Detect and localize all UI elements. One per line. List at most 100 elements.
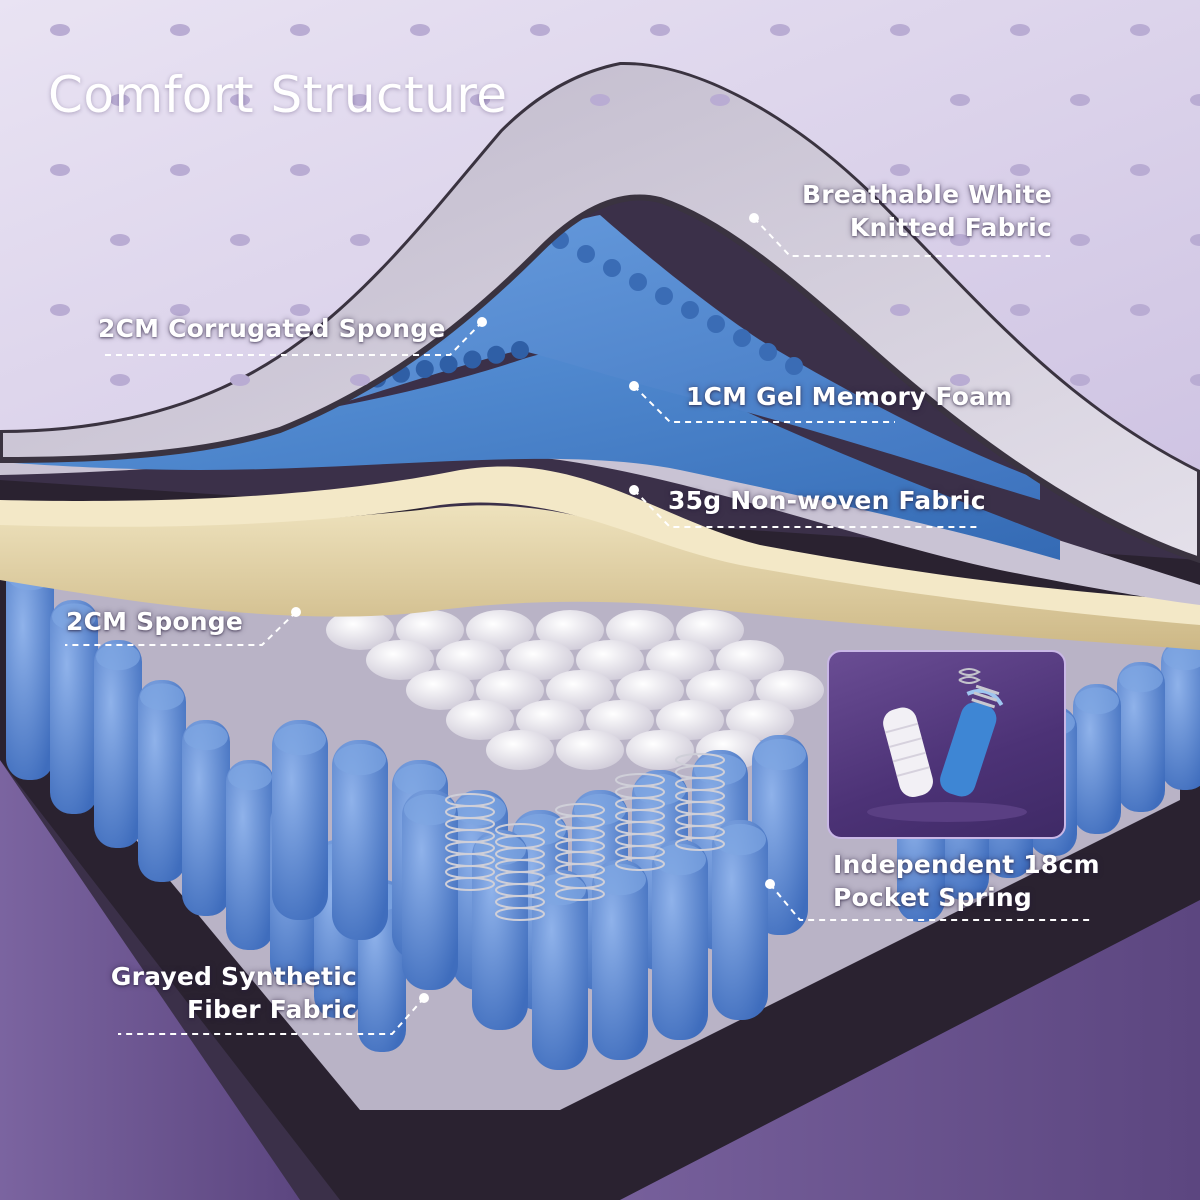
corrugation-bump (759, 343, 777, 361)
pocket-spring (1161, 640, 1200, 790)
spring-top (404, 793, 456, 826)
white-spring-top (506, 640, 574, 680)
quilt-tuft (1070, 234, 1090, 246)
spring-body (182, 720, 230, 916)
spring-body (272, 720, 328, 920)
spring-body (532, 870, 588, 1070)
carpet-right (520, 880, 1200, 1200)
quilt-tuft (170, 24, 190, 36)
pocket-spring (652, 840, 708, 1040)
spring-body (1073, 684, 1121, 834)
spring-top (1163, 643, 1200, 671)
spring-body (1161, 640, 1200, 790)
white-spring-top (326, 610, 394, 650)
spring-top (574, 793, 626, 826)
quilt-tuft (1010, 164, 1030, 176)
quilt-tuft (110, 94, 130, 106)
corrugation-bump (655, 287, 673, 305)
corrugation-bump (487, 345, 506, 364)
spring-top (228, 763, 272, 791)
quilt-tuft (230, 94, 250, 106)
spring-top (184, 723, 228, 751)
quilt-tuft (1010, 304, 1030, 316)
spring-top (334, 743, 386, 776)
pocket-spring (532, 870, 588, 1070)
white-spring-top (476, 670, 544, 710)
gel-memory-foam-layer (0, 349, 1060, 560)
white-spring-top (716, 640, 784, 680)
quilt-tuft (1190, 374, 1200, 386)
spring-body (652, 840, 708, 1040)
corrugation-bump (577, 245, 595, 263)
spring-top (514, 813, 566, 846)
white-spring-top (656, 700, 724, 740)
white-spring-top (546, 670, 614, 710)
quilt-tuft (470, 94, 490, 106)
pocket-spring (712, 820, 768, 1020)
spring-body (712, 820, 768, 1020)
quilt-tuft (530, 24, 550, 36)
corrugation-bump (681, 301, 699, 319)
quilt-tuft (950, 234, 970, 246)
white-spring-top (516, 700, 584, 740)
spring-top (52, 603, 96, 631)
spring-body (592, 860, 648, 1060)
quilt-tuft (1190, 234, 1200, 246)
quilt-tuft (1070, 94, 1090, 106)
label-pocket-spring-line2: Pocket Spring (833, 883, 1032, 912)
coil (495, 823, 545, 921)
label-fiber-fabric-line1: Grayed Synthetic (110, 962, 357, 991)
spring-top (140, 683, 184, 711)
pocket-spring-detail-image (867, 668, 1027, 822)
white-spring-top (616, 670, 684, 710)
quilt-tuft (890, 304, 910, 316)
quilt-tuft (110, 234, 130, 246)
white-spring-top (586, 700, 654, 740)
quilt-tuft (1130, 164, 1150, 176)
corrugation-bump (707, 315, 725, 333)
quilt-tuft (50, 24, 70, 36)
pocket-spring (138, 680, 186, 882)
quilt-tuft (950, 374, 970, 386)
pocket-spring-detail-inset (827, 650, 1066, 839)
label-knitted-fabric-line1: Breathable White (801, 180, 1052, 209)
label-gel-memory-foam: 1CM Gel Memory Foam (686, 382, 1013, 411)
label-knitted-fabric: Breathable White Knitted Fabric (802, 178, 1052, 244)
corrugation-bump (785, 357, 803, 375)
quilt-tuft (890, 164, 910, 176)
spring-top (1119, 665, 1163, 693)
white-spring-top (406, 670, 474, 710)
label-fiber-fabric: Grayed Synthetic Fiber Fabric (111, 960, 357, 1026)
pocket-spring (50, 600, 98, 814)
coil-ring (495, 907, 545, 921)
spring-top (594, 863, 646, 896)
quilt-tuft (1190, 94, 1200, 106)
spring-body (332, 740, 388, 940)
quilt-tufts (50, 24, 1200, 386)
pocket-spring (332, 740, 388, 940)
label-sponge: 2CM Sponge (66, 607, 244, 636)
white-spring-top (686, 670, 754, 710)
pocket-spring (402, 790, 458, 990)
quilt-tuft (110, 374, 130, 386)
white-spring-top (466, 610, 534, 650)
carpet-left (0, 760, 300, 1200)
spring-top (394, 763, 446, 796)
white-spring-top (726, 700, 794, 740)
quilt-tuft (1070, 374, 1090, 386)
quilt-tuft (650, 24, 670, 36)
white-spring-top (536, 610, 604, 650)
coil-ring (555, 887, 605, 901)
quilt-tuft (170, 164, 190, 176)
quilt-tuft (230, 374, 250, 386)
quilt-tuft (290, 164, 310, 176)
quilt-tuft (290, 304, 310, 316)
corrugation-bump (629, 273, 647, 291)
corrugation-bump (415, 360, 434, 379)
white-spring-top (756, 670, 824, 710)
spring-body (94, 640, 142, 848)
corrugation-bump (439, 355, 458, 374)
coil-ring (675, 837, 725, 851)
quilt-tuft (590, 94, 610, 106)
page-title: Comfort Structure (48, 66, 508, 124)
